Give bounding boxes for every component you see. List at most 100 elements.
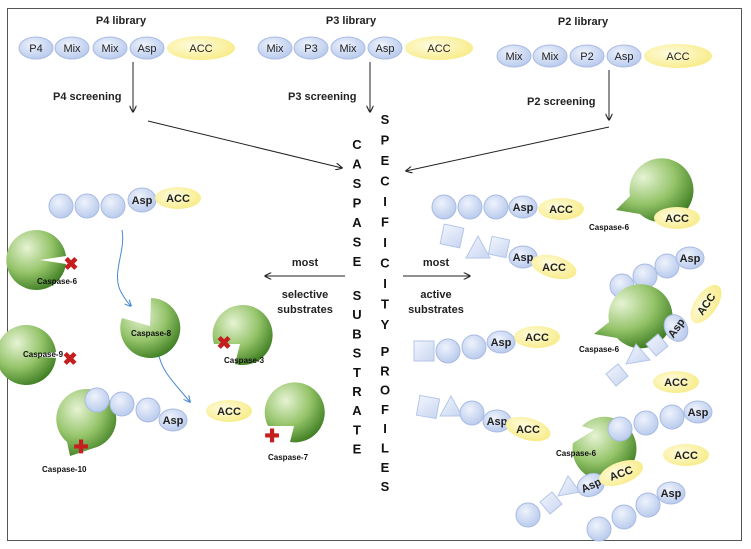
square-residue bbox=[539, 491, 563, 515]
p4-library-title: P4 library bbox=[96, 15, 147, 27]
bead bbox=[257, 36, 293, 60]
asp-label: Asp bbox=[661, 488, 682, 500]
acc-label: ACC bbox=[542, 262, 566, 274]
bead bbox=[663, 314, 689, 342]
caspase-label: Caspase-6 bbox=[579, 345, 620, 354]
center-letter-word4: P bbox=[381, 344, 390, 359]
p2-screening-label: P2 screening bbox=[527, 96, 595, 108]
center-letter-word4: L bbox=[381, 441, 389, 456]
cross-icon: ✖ bbox=[63, 254, 78, 274]
center-letter-word3: I bbox=[383, 194, 387, 209]
bead bbox=[457, 194, 483, 220]
bead bbox=[129, 36, 165, 60]
center-letter-word2: U bbox=[352, 307, 361, 322]
bead bbox=[675, 246, 705, 270]
caspase-label: Caspase-9 bbox=[23, 350, 64, 359]
bead-label: Asp bbox=[615, 51, 634, 63]
center-letter-word1: C bbox=[352, 137, 362, 152]
enzyme-body bbox=[594, 284, 673, 349]
center-letter-word3: S bbox=[381, 112, 390, 127]
acc-fluorophore bbox=[690, 284, 722, 324]
p3-library-title: P3 library bbox=[326, 15, 377, 27]
acc-label: ACC bbox=[427, 43, 450, 55]
bead bbox=[459, 400, 485, 426]
acc-label: ACC bbox=[217, 406, 241, 418]
caspase-7-enzyme: Caspase-7 ✚ bbox=[264, 382, 325, 462]
active-label-3: substrates bbox=[408, 304, 464, 316]
asp-label: Asp bbox=[688, 407, 709, 419]
bead bbox=[330, 36, 366, 60]
p3-library: P3 library Mix P3 Mix Asp ACC P3 screeni… bbox=[257, 15, 473, 112]
enzyme-body bbox=[212, 304, 273, 365]
square-residue bbox=[645, 333, 669, 357]
active-label-1: most bbox=[423, 257, 450, 269]
caspase-6-enzyme: Caspase-6 bbox=[579, 284, 673, 354]
center-letter-word4: O bbox=[380, 383, 390, 398]
triangle-residue bbox=[465, 234, 491, 259]
center-letter-word2: A bbox=[352, 403, 362, 418]
asp-label: Asp bbox=[487, 416, 508, 428]
bead bbox=[74, 193, 100, 219]
square-residue bbox=[439, 223, 465, 249]
caspase-label: Caspase-6 bbox=[556, 449, 597, 458]
bead bbox=[586, 516, 612, 542]
center-letter-word3: P bbox=[381, 133, 390, 148]
asp-label: Asp bbox=[132, 195, 153, 207]
caspase-9-enzyme: Caspase-9 ✖ bbox=[0, 325, 78, 385]
caspase-label: Caspase-6 bbox=[37, 277, 78, 286]
center-letter-word4: F bbox=[381, 402, 389, 417]
selective-label-3: substrates bbox=[277, 304, 333, 316]
cross-icon: ✚ bbox=[264, 426, 279, 446]
bead bbox=[654, 253, 680, 279]
bead bbox=[496, 44, 532, 68]
cross-icon: ✚ bbox=[73, 437, 88, 457]
bead bbox=[515, 502, 541, 528]
center-letter-word4: S bbox=[381, 479, 390, 494]
bead bbox=[100, 193, 126, 219]
center-letter-word2: S bbox=[353, 346, 362, 361]
p3-screening-label: P3 screening bbox=[288, 91, 356, 103]
center-letter-word1: S bbox=[353, 235, 362, 250]
center-letter-word1: A bbox=[352, 215, 362, 230]
caspase-6-enzyme: Caspase-6 ✖ bbox=[6, 230, 79, 290]
center-letter-word2: T bbox=[353, 365, 361, 380]
bead bbox=[483, 194, 509, 220]
acc-label: ACC bbox=[525, 332, 549, 344]
acc-fluorophore bbox=[663, 444, 709, 466]
center-letter-word3: C bbox=[380, 174, 390, 189]
flow-arrow bbox=[157, 351, 190, 402]
asp-label: Asp bbox=[513, 252, 534, 264]
bead bbox=[431, 194, 457, 220]
bead bbox=[435, 338, 461, 364]
center-letter-word3: E bbox=[381, 153, 390, 168]
caspase-label: Caspase-10 bbox=[42, 465, 87, 474]
caspase-8-enzyme: Caspase-8 bbox=[120, 298, 181, 358]
center-letter-word1: E bbox=[353, 254, 362, 269]
p4-screening-label: P4 screening bbox=[53, 91, 121, 103]
bead bbox=[367, 36, 403, 60]
right-panel: Asp ACC Caspase-6 ACC Asp ACC Asp Asp AC… bbox=[413, 158, 722, 542]
bead-label: Mix bbox=[339, 43, 357, 55]
acc-fluorophore bbox=[531, 254, 577, 280]
enzyme-body bbox=[6, 230, 66, 290]
bead-label: Mix bbox=[63, 43, 81, 55]
asp-label: Asp bbox=[163, 415, 184, 427]
triangle-residue bbox=[439, 394, 463, 417]
bead-label: Mix bbox=[541, 51, 559, 63]
center-letter-word2: S bbox=[353, 288, 362, 303]
asp-label: Asp bbox=[513, 202, 534, 214]
acc-fluorophore bbox=[514, 326, 560, 348]
acc-fluorophore bbox=[538, 198, 584, 220]
p2-library-title: P2 library bbox=[558, 16, 609, 28]
acc-label: ACC bbox=[666, 51, 689, 63]
enzyme-body bbox=[120, 298, 181, 358]
acc-label: ACC bbox=[664, 377, 688, 389]
center-letter-word3: I bbox=[383, 276, 387, 291]
center-letter-word3: C bbox=[380, 256, 390, 271]
cross-icon: ✖ bbox=[216, 333, 231, 353]
asp-label: Asp bbox=[491, 337, 512, 349]
center-letter-word4: I bbox=[383, 421, 387, 436]
active-label-2: active bbox=[420, 289, 451, 301]
